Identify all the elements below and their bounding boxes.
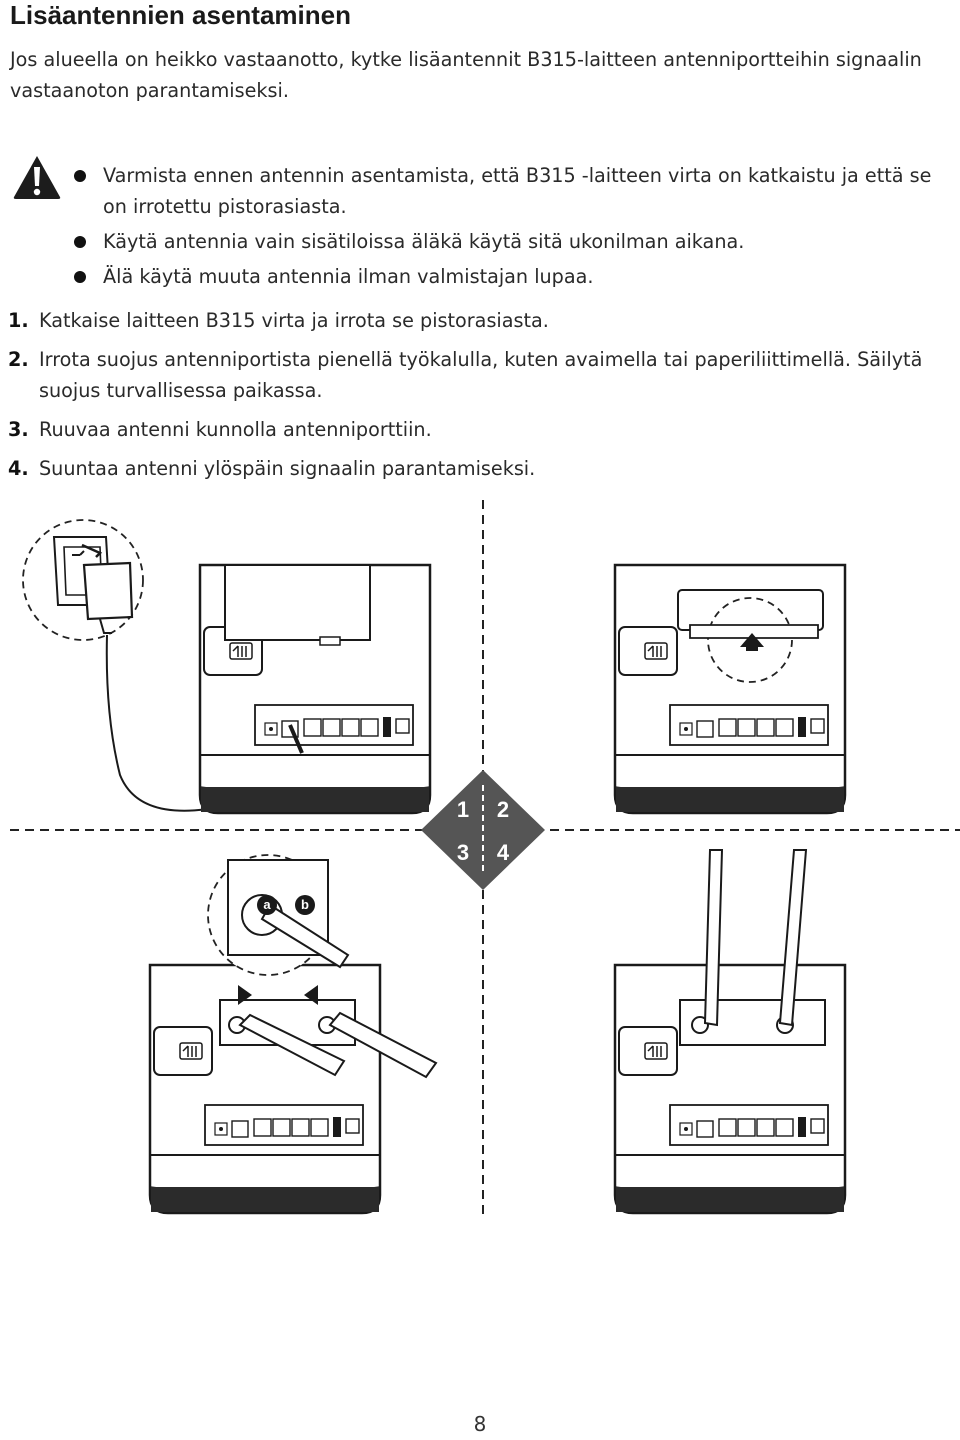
step-list: 1. Katkaise laitteen B315 virta ja irrot… [8,305,960,492]
step-text: Katkaise laitteen B315 virta ja irrota s… [39,309,549,332]
step-number: 1. [8,309,29,332]
warning-icon [13,156,61,199]
step1-illustration [22,519,432,815]
installation-illustration: 1 2 3 4 a b [10,500,960,1215]
quadrant-label: 4 [497,840,510,865]
step-number: 2. [8,348,29,371]
quadrant-label: 3 [457,840,469,865]
warning-item: Käytä antennia vain sisätiloissa äläkä k… [70,226,955,257]
bullet-icon [74,271,86,283]
warning-item: Varmista ennen antennin asentamista, ett… [70,160,955,222]
bullet-icon [74,170,86,182]
step-item: 2. Irrota suojus antenniportista pienell… [8,344,960,406]
bullet-icon [74,236,86,248]
warning-text: Käytä antennia vain sisätiloissa äläkä k… [103,230,745,253]
step-text: Irrota suojus antenniportista pienellä t… [39,348,923,402]
step-diamond: 1 2 3 4 [421,770,545,890]
step-text: Suuntaa antenni ylöspäin signaalin paran… [39,457,536,480]
step-number: 3. [8,418,29,441]
page-title: Lisäantennien asentaminen [10,0,351,30]
quadrant-label: 2 [497,797,509,822]
step4-illustration [613,849,847,1215]
callout-b-label: b [301,897,309,912]
step-item: 1. Katkaise laitteen B315 virta ja irrot… [8,305,960,336]
page-number: 8 [473,1412,487,1436]
callout-a-label: a [263,897,271,912]
warning-text: Älä käytä muuta antennia ilman valmistaj… [103,265,594,288]
step-item: 4. Suuntaa antenni ylöspäin signaalin pa… [8,453,960,484]
step3-illustration: a b [148,854,438,1215]
intro-paragraph: Jos alueella on heikko vastaanotto, kytk… [10,48,922,102]
warning-list: Varmista ennen antennin asentamista, ett… [70,160,955,296]
step2-illustration [613,563,847,815]
warning-item: Älä käytä muuta antennia ilman valmistaj… [70,261,955,292]
step-text: Ruuvaa antenni kunnolla antenniporttiin. [39,418,432,441]
step-item: 3. Ruuvaa antenni kunnolla antenniportti… [8,414,960,445]
quadrant-label: 1 [457,797,469,822]
step-number: 4. [8,457,29,480]
warning-text: Varmista ennen antennin asentamista, ett… [103,164,932,218]
